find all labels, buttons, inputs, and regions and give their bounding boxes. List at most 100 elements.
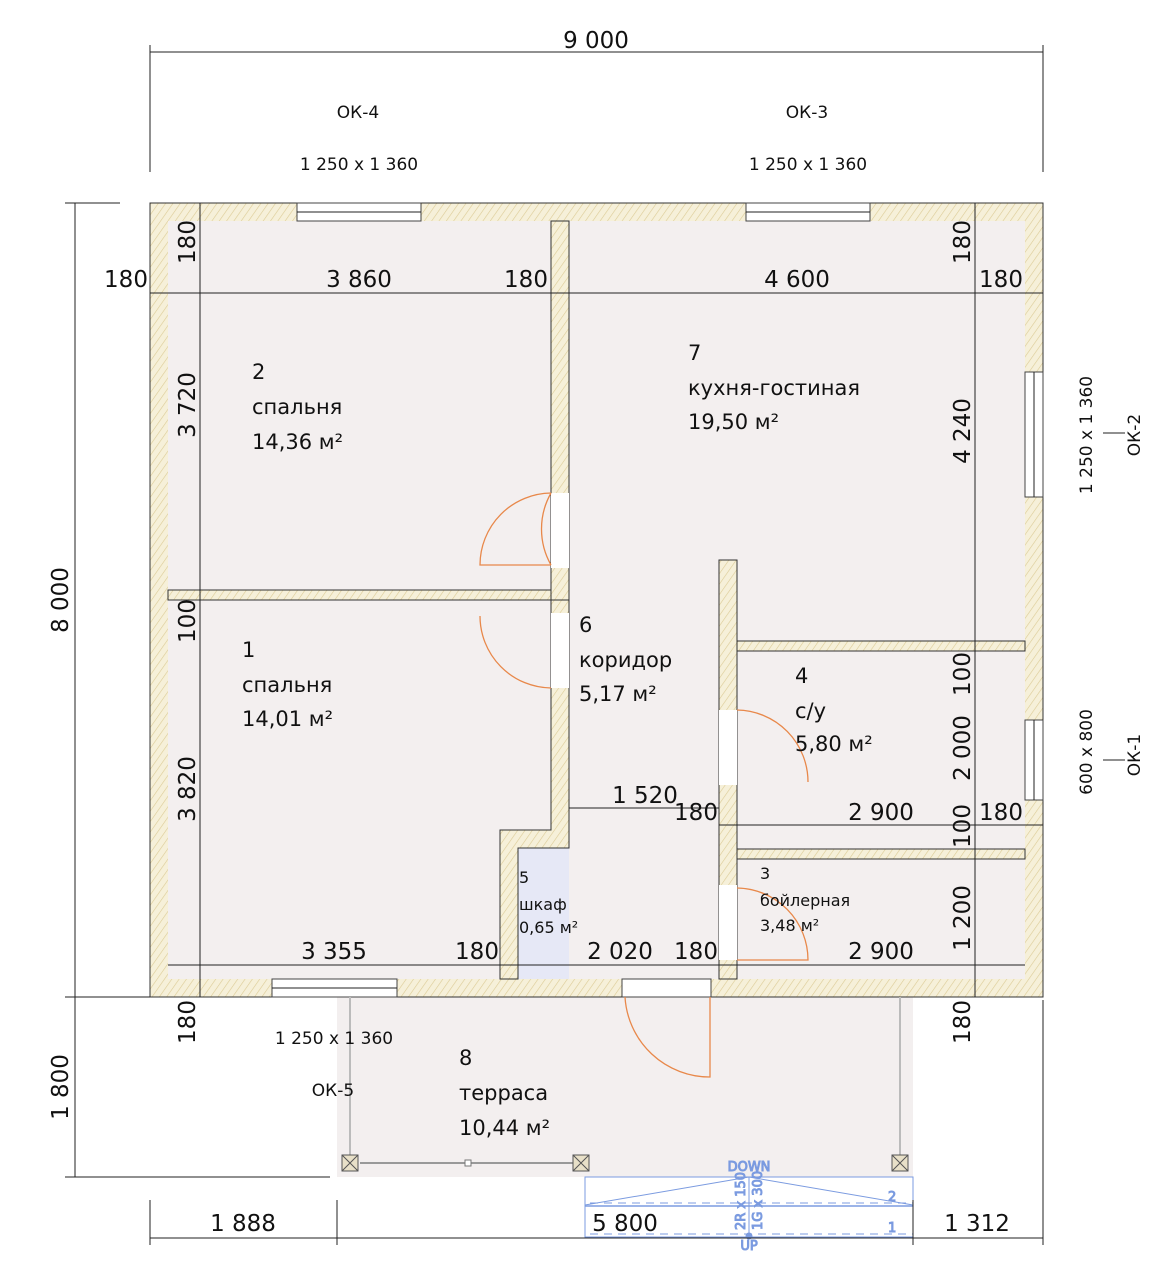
window-ok4-label: ОК-4 (337, 103, 379, 123)
window-ok5-label: ОК-5 (312, 1081, 354, 1101)
dim-label: 180 (455, 939, 499, 965)
room-area: 0,65 м² (519, 918, 578, 937)
dim-label: 100 (950, 652, 976, 696)
post-icon (572, 1154, 590, 1172)
partition-wall (167, 589, 552, 601)
door-swing-bedroom-1 (479, 615, 552, 689)
bedroom-1-floor-lower (168, 600, 500, 979)
room-label-7: 7 кухня-гостиная 19,50 м² (688, 341, 860, 434)
room-label-1: 1 спальня 14,01 м² (242, 638, 333, 731)
stairs-step-2: 2 (888, 1190, 896, 1205)
window-ok3-label: ОК-3 (786, 103, 828, 123)
door-opening (551, 493, 569, 568)
stairs-step-1: 1 (888, 1221, 896, 1236)
post-icon (341, 1154, 359, 1172)
kitchen-corridor-floor (518, 221, 1025, 979)
bedroom-2-floor (168, 221, 551, 590)
overall-width: 9 000 (563, 28, 629, 54)
dim-label: 180 (104, 267, 148, 293)
room-name: спальня (252, 395, 342, 419)
door-swing-bedroom-2b (479, 492, 552, 566)
dim-label: 1 888 (210, 1211, 276, 1237)
dimension-lines (65, 45, 1125, 1245)
door-swing-entrance (624, 996, 711, 1078)
dim-label: 3 820 (175, 756, 201, 822)
dim-label: 180 (504, 267, 548, 293)
dim-label: 1 520 (612, 783, 678, 809)
room-label-3: 3 бойлерная 3,48 м² (760, 864, 850, 935)
room-area: 14,01 м² (242, 707, 333, 731)
dim-label: 180 (979, 800, 1023, 826)
closet-floor (518, 848, 569, 979)
window-ok1-size: 600 x 800 (1077, 709, 1097, 795)
dim-label: 5 800 (592, 1211, 658, 1237)
room-number: 7 (688, 341, 701, 365)
dim-label: 100 (175, 599, 201, 643)
dim-label: 3 355 (301, 939, 367, 965)
dimension-labels: 180 3 860 180 4 600 180 180 180 3 720 4 … (104, 220, 1023, 1237)
room-name: шкаф (519, 895, 567, 914)
dim-label: 1 312 (944, 1211, 1010, 1237)
dim-label: 180 (175, 220, 201, 264)
room-name: бойлерная (760, 891, 850, 910)
room-area: 10,44 м² (459, 1116, 550, 1140)
dim-label: 180 (674, 939, 718, 965)
window-ok2-size: 1 250 x 1 360 (1077, 376, 1097, 494)
room-area: 19,50 м² (688, 410, 779, 434)
stairs-up-label: UP (740, 1239, 758, 1254)
room-number: 3 (760, 864, 770, 883)
room-label-5: 5 шкаф 0,65 м² (519, 868, 578, 937)
terrace-railing (341, 997, 909, 1172)
room-name: спальня (242, 673, 332, 697)
room-label-2: 2 спальня 14,36 м² (252, 360, 343, 454)
dim-label: 2 000 (950, 715, 976, 781)
bathroom-floor (737, 651, 1025, 849)
post-icon (891, 1154, 909, 1172)
dim-label: 2 020 (587, 939, 653, 965)
room-name: коридор (579, 648, 672, 672)
boiler-room-floor (737, 859, 1025, 979)
dim-label: 180 (950, 220, 976, 264)
window-ok4-size: 1 250 x 1 360 (300, 155, 418, 175)
doors (479, 492, 809, 1078)
room-label-6: 6 коридор 5,17 м² (579, 613, 672, 706)
room-area: 3,48 м² (760, 916, 819, 935)
window-ok2-label: ОК-2 (1125, 414, 1145, 456)
partition-wall (736, 640, 1026, 652)
room-number: 8 (459, 1046, 472, 1070)
partition-wall (736, 848, 1026, 860)
stairs-down-label: DOWN (728, 1160, 771, 1175)
closet-wall (499, 599, 570, 980)
dim-label: 180 (950, 1000, 976, 1044)
room-name: кухня-гостиная (688, 376, 860, 400)
room-name: с/у (795, 699, 826, 723)
dim-label: 180 (979, 267, 1023, 293)
dim-label: 3 720 (175, 372, 201, 438)
dim-label: 1 200 (950, 885, 976, 951)
room-label-8: 8 терраса 10,44 м² (459, 1046, 550, 1140)
windows (271, 202, 1044, 998)
dim-label: 2 900 (848, 939, 914, 965)
dim-label: 180 (674, 800, 718, 826)
room-label-4: 4 с/у 5,80 м² (795, 664, 873, 756)
dim-label: 3 860 (326, 267, 392, 293)
room-area: 5,80 м² (795, 732, 873, 756)
room-floors (167, 220, 1026, 980)
door-swing-bathroom (736, 709, 809, 783)
dim-label: 100 (950, 804, 976, 848)
door-opening (719, 710, 737, 785)
door-swing-boiler (736, 887, 809, 961)
room-number: 5 (519, 868, 529, 887)
room-number: 2 (252, 360, 265, 384)
window-ok5-size: 1 250 x 1 360 (275, 1029, 393, 1049)
entrance-door (621, 978, 712, 998)
door-swing-bedroom-2 (540, 492, 552, 566)
room-number: 4 (795, 664, 808, 688)
dim-label: 180 (175, 1000, 201, 1044)
stairs: DOWN UP 2R x 150 1G x 300 2 1 (584, 1160, 914, 1255)
dim-label: 4 600 (764, 267, 830, 293)
terrace-floor (337, 997, 913, 1177)
room-name: терраса (459, 1081, 548, 1105)
stairs-riser: 2R x 150 (734, 1172, 749, 1230)
